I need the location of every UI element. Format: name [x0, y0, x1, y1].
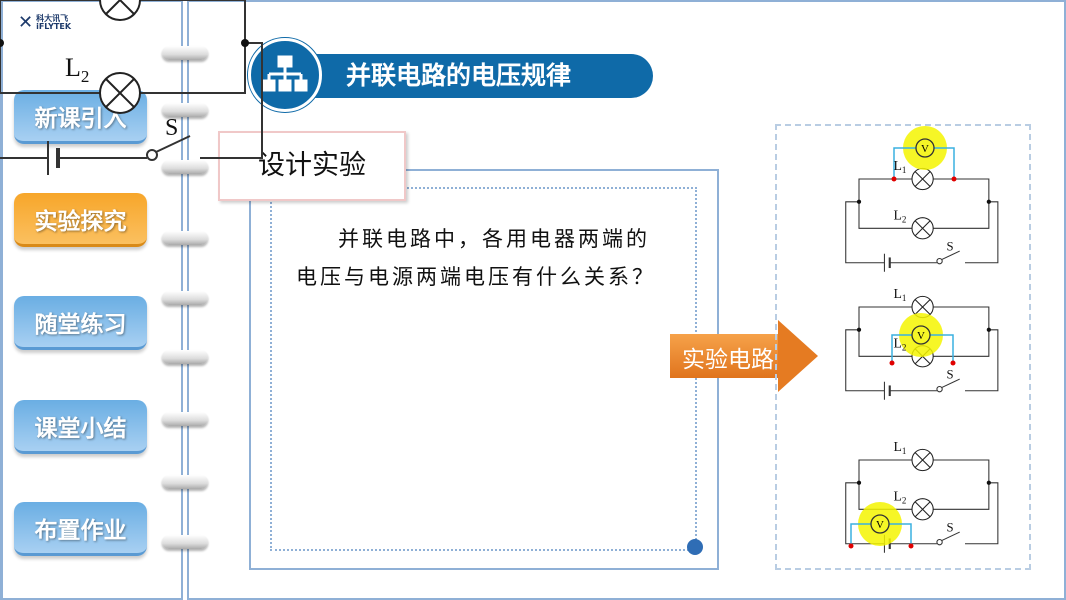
binder-ring: [162, 160, 208, 174]
voltmeter-label: V: [917, 330, 925, 342]
voltmeter-leads: [891, 334, 954, 363]
switch-label: S: [946, 521, 953, 535]
logo-mark-icon: ✕: [18, 12, 34, 33]
lamp-l2-label: L2: [893, 488, 906, 505]
switch-blade: [155, 135, 191, 153]
voltmeter-label: V: [921, 143, 929, 155]
nav-item-0[interactable]: 新课引入: [14, 90, 147, 144]
switch-label: S: [165, 115, 178, 141]
voltmeter: V: [848, 502, 914, 549]
binder-ring: [162, 103, 208, 117]
circuit-variants-box: [775, 124, 1031, 570]
switch-label: S: [946, 240, 953, 254]
highlight: [903, 126, 947, 170]
switch-pivot: [936, 257, 943, 265]
nav-item-2[interactable]: 随堂练习: [14, 296, 147, 350]
probe-point: [891, 176, 897, 182]
binder-ring: [162, 291, 208, 305]
main-loop: [845, 482, 999, 545]
nav-item-4[interactable]: 布置作业: [14, 502, 147, 556]
lamp-l1-label: L1: [893, 439, 906, 456]
binder-ring: [162, 46, 208, 60]
circuit-0: [0, 0, 263, 175]
switch-pivot: [936, 385, 943, 393]
logo-en: iFLYTEK: [36, 21, 72, 31]
dot-marker: [687, 539, 703, 555]
junction: [986, 327, 991, 332]
probe-point: [889, 360, 895, 366]
junction: [856, 199, 862, 204]
section-title: 并联电路的电压规律: [248, 38, 653, 112]
voltmeter-icon: [870, 514, 890, 534]
hierarchy-icon: [248, 38, 322, 112]
voltmeter-leads: [893, 147, 955, 179]
voltmeter-icon: [915, 138, 935, 158]
junction: [856, 480, 862, 485]
voltmeter-leads: [850, 523, 912, 546]
nav-item-3[interactable]: 课堂小结: [14, 400, 147, 454]
main-loop: [845, 201, 999, 264]
circuit-1: [845, 167, 999, 272]
junction: [241, 39, 249, 47]
main-loop: [0, 42, 263, 159]
binder-ring: [162, 412, 208, 426]
switch-blade: [941, 378, 960, 389]
switch-blade: [941, 250, 960, 261]
arrow-label: 实验电路: [682, 347, 774, 373]
main-loop: [845, 329, 999, 392]
probe-point: [848, 543, 854, 549]
binder-ring: [162, 535, 208, 549]
lamp-l1-label: L1: [893, 158, 906, 175]
voltmeter-label: V: [876, 519, 884, 531]
junction: [856, 327, 862, 332]
binder-ring: [162, 350, 208, 364]
binder-ring: [162, 475, 208, 489]
switch-label: S: [946, 368, 953, 382]
lamp-l1: [99, 0, 141, 21]
binder-ring: [162, 231, 208, 245]
probe-point: [908, 543, 914, 549]
probe-point: [950, 360, 956, 366]
switch-pivot: [936, 538, 943, 546]
highlight: [858, 502, 902, 546]
voltmeter: V: [891, 126, 957, 182]
design-experiment-label: 设计实验: [218, 131, 406, 201]
voltmeter-icon: [911, 325, 931, 345]
probe-point: [951, 176, 957, 182]
question-text: 并联电路中，各用电器两端的电压与电源两端电压有什么关系？: [296, 227, 656, 289]
experiment-circuit-arrow[interactable]: 实验电路: [670, 320, 818, 392]
junction: [986, 199, 991, 204]
highlight: [899, 313, 943, 357]
switch-pivot: [146, 149, 158, 161]
junction: [0, 39, 4, 47]
page-title: 并联电路的电压规律: [288, 54, 653, 98]
junction: [986, 480, 991, 485]
lamp-l2-label: L2: [893, 207, 906, 224]
voltmeter: V: [889, 313, 956, 366]
logo-cn: 科大讯飞: [36, 13, 69, 23]
lamp-l2-label: L2: [65, 53, 89, 86]
switch-blade: [941, 531, 960, 542]
lamp-l1-label: L1: [893, 286, 906, 303]
nav-item-1[interactable]: 实验探究: [14, 193, 147, 247]
